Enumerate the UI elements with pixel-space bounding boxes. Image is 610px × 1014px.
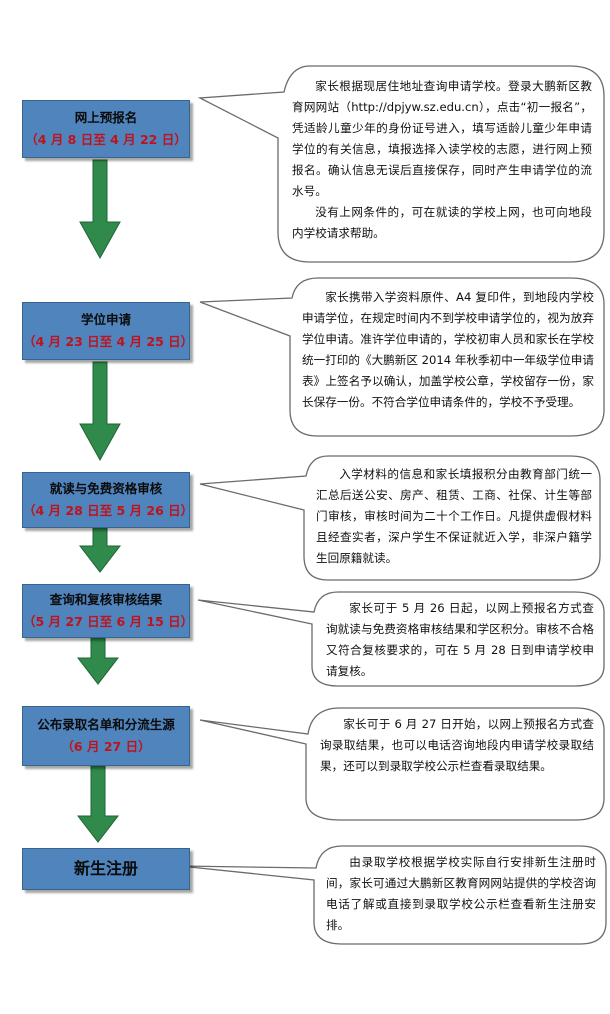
- callout-bubble-3: [199, 455, 601, 581]
- down-arrow-5: [76, 765, 120, 843]
- callout-bubble-6: [179, 845, 607, 945]
- step-box-new-student-registration: 新生注册: [22, 848, 190, 890]
- callout-bubble-2: [199, 277, 605, 437]
- step-note-seat-application: 家长携带入学资料原件、A4 复印件，到地段内学校申请学位，在规定时间内不到学校申…: [302, 287, 594, 413]
- down-arrow-3: [78, 527, 122, 573]
- note-paragraph: 家长可于 5 月 26 日起，以网上预报名方式查询就读与免费资格审核结果和学区积…: [326, 601, 594, 678]
- step-title: 新生注册: [73, 859, 138, 878]
- note-paragraph: 没有上网条件的，可在就读的学校上网，也可向地段内学校请求帮助。: [292, 205, 592, 240]
- step-date: （5 月 27 日至 6 月 15 日）: [23, 614, 194, 629]
- step-box-admission-list: 公布录取名单和分流生源 （6 月 27 日）: [22, 706, 190, 766]
- step-note-new-student-registration: 由录取学校根据学校实际自行安排新生注册时间，家长可通过大鹏新区教育网网站提供的学…: [326, 852, 596, 936]
- step-box-review-results: 查询和复核审核结果 （5 月 27 日至 6 月 15 日）: [22, 584, 194, 638]
- note-paragraph: 由录取学校根据学校实际自行安排新生注册时间，家长可通过大鹏新区教育网网站提供的学…: [326, 855, 596, 932]
- step-box-seat-application: 学位申请 （4 月 23 日至 4 月 25 日）: [22, 302, 194, 360]
- down-arrow-4: [76, 637, 120, 685]
- step-title: 学位申请: [80, 312, 131, 327]
- step-note-admission-list: 家长可于 6 月 27 日开始，以网上预报名方式查询录取结果，也可以电话咨询地段…: [320, 714, 594, 777]
- down-arrow-1: [79, 159, 121, 260]
- step-note-online-preregistration: 家长根据现居住地址查询申请学校。登录大鹏新区教育网网站（http://dpjyw…: [292, 76, 592, 244]
- step-title: 就读与免费资格审核: [49, 481, 163, 496]
- step-date: （4 月 23 日至 4 月 25 日）: [23, 334, 194, 349]
- step-note-review-results: 家长可于 5 月 26 日起，以网上预报名方式查询就读与免费资格审核结果和学区积…: [326, 598, 594, 682]
- note-paragraph: 家长根据现居住地址查询申请学校。登录大鹏新区教育网网站（http://dpjyw…: [292, 79, 592, 198]
- callout-bubble-5: [199, 707, 605, 821]
- note-paragraph: 家长携带入学资料原件、A4 复印件，到地段内学校申请学位，在规定时间内不到学校申…: [302, 290, 594, 409]
- callout-bubble-4: [197, 591, 605, 687]
- step-box-eligibility-review: 就读与免费资格审核 （4 月 28 日至 5 月 26 日）: [22, 472, 194, 528]
- step-title: 查询和复核审核结果: [49, 592, 163, 607]
- step-note-eligibility-review: 入学材料的信息和家长填报积分由教育部门统一汇总后送公安、房产、租赁、工商、社保、…: [316, 464, 592, 569]
- step-title: 公布录取名单和分流生源: [37, 717, 175, 732]
- step-date: （6 月 27 日）: [61, 739, 151, 754]
- down-arrow-2: [79, 361, 121, 462]
- step-title: 网上预报名: [74, 110, 138, 125]
- note-paragraph: 入学材料的信息和家长填报积分由教育部门统一汇总后送公安、房产、租赁、工商、社保、…: [316, 467, 592, 565]
- step-box-online-preregistration: 网上预报名 （4 月 8 日至 4 月 22 日）: [22, 100, 190, 158]
- note-paragraph: 家长可于 6 月 27 日开始，以网上预报名方式查询录取结果，也可以电话咨询地段…: [320, 717, 594, 773]
- step-date: （4 月 8 日至 4 月 22 日）: [25, 132, 187, 147]
- step-date: （4 月 28 日至 5 月 26 日）: [23, 503, 194, 518]
- callout-bubble-1: [197, 65, 605, 263]
